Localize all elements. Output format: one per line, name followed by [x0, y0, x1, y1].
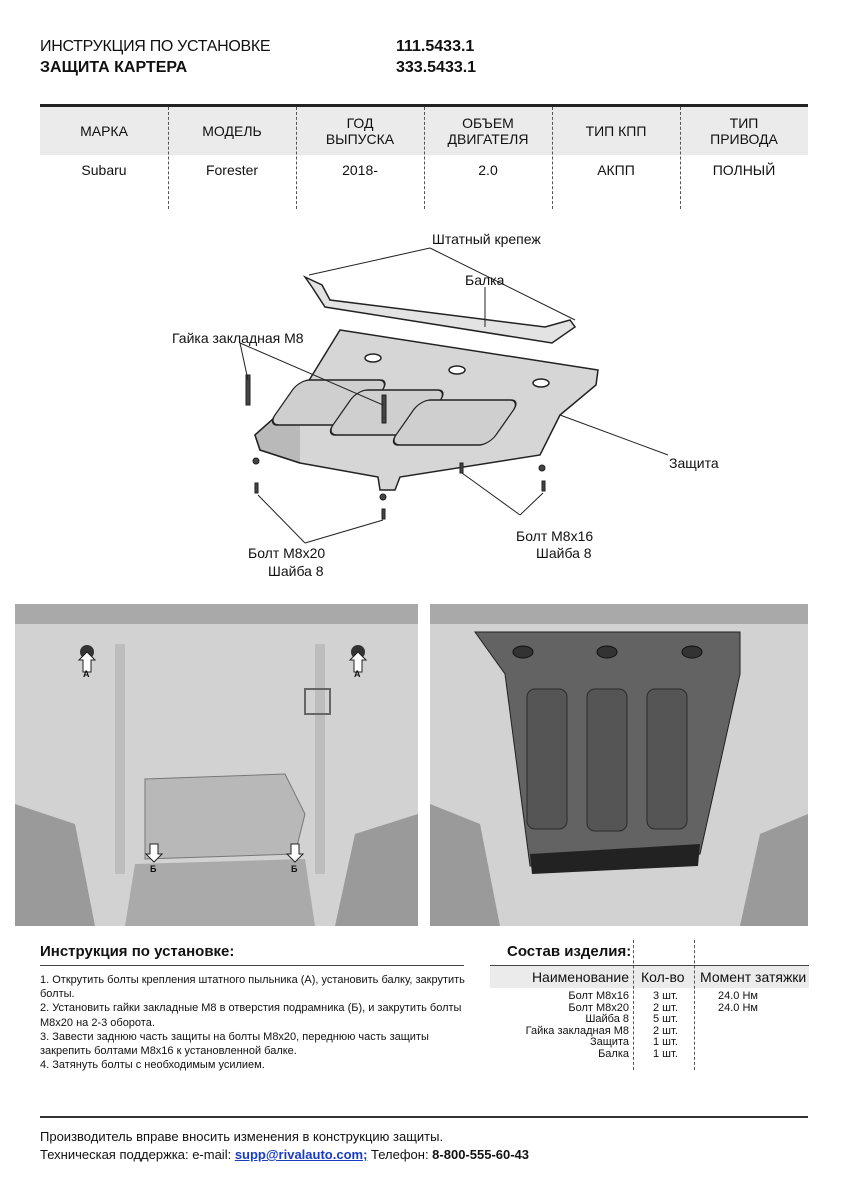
divider: [490, 965, 809, 966]
step-4: 4. Затянуть болты с необходимым усилием.: [40, 1059, 265, 1072]
spec-value: 2.0: [478, 162, 498, 178]
composition-row: Защита 1 шт.: [490, 1036, 810, 1049]
item-torque: 24.0 Нм: [718, 990, 758, 1002]
spec-value: Forester: [205, 162, 259, 178]
photo-before-install: А А Б Б: [15, 604, 418, 926]
instructions-steps: 1. Открутить болты крепления штатного пы…: [40, 973, 470, 1072]
photo-after-install: [430, 604, 808, 926]
leader-lines: [239, 247, 669, 544]
label-guard: Защита: [669, 455, 719, 471]
label-washer-1: Шайба 8: [268, 563, 324, 579]
label-bolt-m8x20: Болт М8х20: [248, 545, 326, 561]
spec-header: ТИП КПП: [552, 107, 680, 155]
item-name: Балка: [598, 1047, 629, 1060]
item-qty: 1 шт.: [653, 1047, 678, 1060]
guard-drawing: [254, 329, 599, 491]
spec-header-line: ВЫПУСКА: [325, 131, 395, 147]
composition-row: Болт М8х20 2 шт. 24.0 Нм: [490, 1001, 810, 1015]
spec-header-line: ДВИГАТЕЛЯ: [447, 131, 529, 147]
spec-column: МОДЕЛЬ Forester: [168, 107, 296, 209]
spec-header-line: ОБЪЕМ: [462, 115, 514, 131]
step-3: 3. Завести заднюю часть защиты на болты …: [40, 1030, 429, 1058]
fasteners: [245, 374, 546, 520]
item-name: Болт М8х16: [568, 990, 629, 1002]
spec-header-line: МОДЕЛЬ: [202, 123, 262, 139]
divider: [40, 965, 464, 966]
item-qty: 2 шт.: [653, 1024, 678, 1037]
spec-header-line: ГОД: [346, 115, 374, 131]
composition-title: Состав изделия:: [507, 943, 632, 960]
product-title: ЗАЩИТА КАРТЕРА: [40, 59, 188, 76]
composition-header-bg: [490, 966, 809, 988]
col-qty-header: Кол-во: [641, 969, 685, 985]
item-qty: 2 шт.: [653, 1001, 678, 1014]
item-qty: 3 шт.: [653, 990, 678, 1002]
item-qty: 1 шт.: [653, 1036, 678, 1048]
item-name: Шайба 8: [585, 1013, 629, 1025]
disclaimer: Производитель вправе вносить изменения в…: [40, 1129, 444, 1144]
spec-header-line: ТИП КПП: [585, 123, 647, 139]
mark-b-left: Б: [150, 864, 157, 874]
composition-rows: Болт М8х16 3 шт. 24.0 Нм Болт М8х20 2 шт. 24.…: [490, 990, 810, 1061]
composition-row: Шайба 8 5 шт.: [490, 1013, 810, 1026]
support-email-link[interactable]: supp@rivalauto.com;: [234, 1147, 368, 1162]
divider: [40, 1116, 808, 1118]
spec-column: ТИП КПП АКПП: [552, 107, 680, 209]
support-line: Техническая поддержка: e-mail: supp@riva…: [40, 1147, 529, 1162]
spec-header: МОДЕЛЬ: [168, 107, 296, 155]
item-name: Болт М8х20: [568, 1001, 629, 1014]
mark-a-left: А: [83, 669, 90, 679]
spec-column: МАРКА Subaru: [40, 107, 168, 209]
composition-row: Гайка закладная М8 2 шт.: [490, 1024, 810, 1038]
spec-header-line: ТИП: [729, 115, 759, 131]
support-label: Техническая поддержка: e-mail:: [40, 1147, 235, 1162]
spec-value: 2018-: [342, 162, 378, 178]
label-bolt-m8x16: Болт М8х16: [516, 528, 594, 544]
spec-header-line: ПРИВОДА: [710, 131, 778, 147]
beam-drawing: [302, 275, 577, 344]
composition-row: Болт М8х16 3 шт. 24.0 Нм: [490, 990, 810, 1003]
phone-label: Телефон:: [367, 1147, 433, 1162]
step-2: 2. Установить гайки закладные М8 в отвер…: [40, 1002, 462, 1029]
label-washer-2: Шайба 8: [536, 545, 592, 561]
spec-value: Subaru: [81, 162, 127, 178]
article-code-2: 333.5433.1: [396, 59, 477, 76]
col-torque-header: Момент затяжки: [700, 969, 807, 985]
support-phone: 8-800-555-60-43: [432, 1147, 530, 1162]
spec-header: МАРКА: [40, 107, 168, 155]
item-name: Защита: [590, 1036, 629, 1048]
col-name-header: Наименование: [531, 969, 629, 985]
assembly-diagram: [239, 247, 669, 544]
item-name: Гайка закладная М8: [525, 1024, 629, 1037]
spec-value: АКПП: [597, 162, 635, 178]
label-beam: Балка: [465, 272, 505, 288]
item-torque: 24.0 Нм: [718, 1001, 758, 1014]
mark-a-right: А: [354, 669, 361, 679]
spec-header-line: МАРКА: [80, 123, 128, 139]
item-qty: 5 шт.: [653, 1013, 678, 1025]
instructions-title: Инструкция по установке:: [40, 943, 235, 960]
article-code-1: 111.5433.1: [396, 38, 475, 55]
spec-value: ПОЛНЫЙ: [712, 162, 776, 178]
mark-b-right: Б: [291, 864, 298, 874]
step-1: 1. Открутить болты крепления штатного пы…: [40, 974, 465, 1001]
label-standard-fastener: Штатный крепеж: [432, 231, 541, 247]
label-nut: Гайка закладная М8: [172, 330, 304, 346]
doc-title: ИНСТРУКЦИЯ ПО УСТАНОВКЕ: [40, 38, 271, 55]
composition-row: Балка 1 шт.: [490, 1047, 810, 1061]
